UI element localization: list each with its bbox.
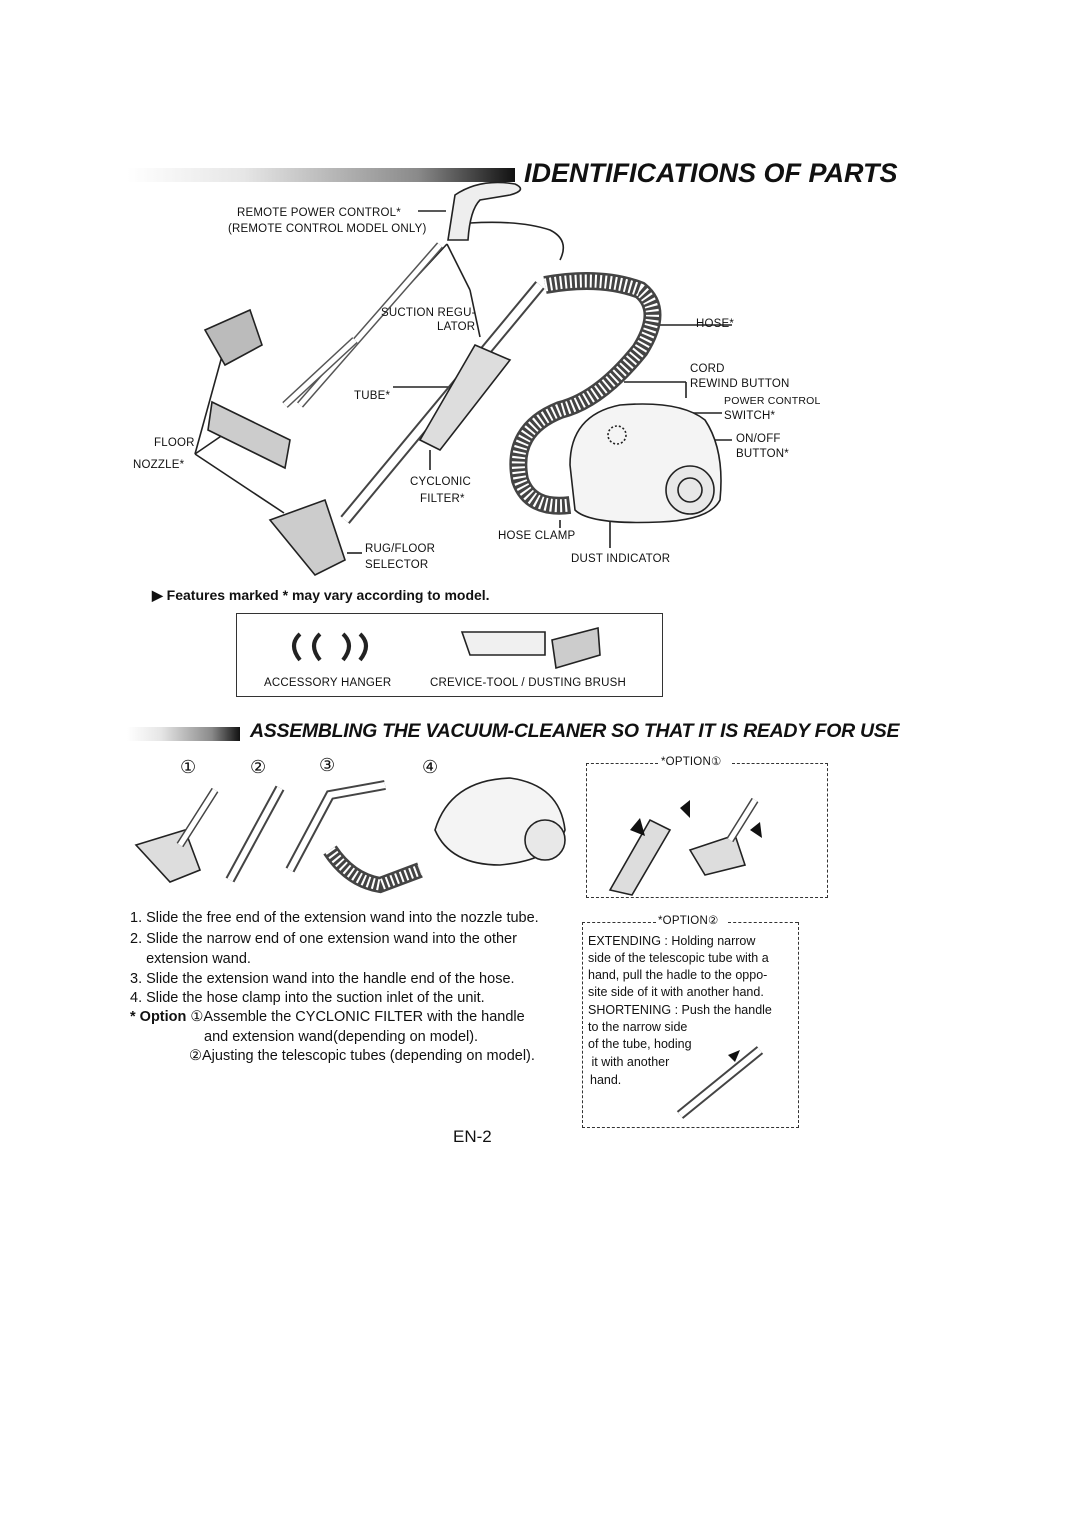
- label-tube: TUBE*: [354, 390, 391, 402]
- label-rewind-button: REWIND BUTTON: [690, 378, 790, 390]
- label-floor: FLOOR: [154, 437, 195, 449]
- option2-text-9: hand.: [590, 1073, 622, 1087]
- option2-text-1: EXTENDING : Holding narrow: [588, 934, 756, 948]
- option2-text-6: to the narrow side: [588, 1020, 688, 1034]
- option-line-3: ②Ajusting the telescopic tubes (dependin…: [189, 1048, 535, 1064]
- option-text-1: ①Assemble the CYCLONIC FILTER with the h…: [190, 1009, 525, 1025]
- option1-top-left-dash: [586, 763, 658, 764]
- label-rug-floor: RUG/FLOOR: [365, 543, 436, 555]
- step-marker-2: ②: [250, 757, 267, 777]
- label-filter: FILTER*: [420, 493, 465, 505]
- label-power-switch: SWITCH*: [724, 410, 776, 422]
- label-remote-power-control: REMOTE POWER CONTROL*: [237, 207, 401, 219]
- label-suction-regulator-1: SUCTION REGU-: [381, 307, 476, 319]
- option2-box: [582, 922, 799, 1128]
- option2-text-7: of the tube, hoding: [588, 1037, 692, 1051]
- option1-label: *OPTION①: [661, 756, 722, 768]
- option2-label: *OPTION②: [658, 915, 719, 927]
- label-hose-clamp: HOSE CLAMP: [498, 530, 576, 542]
- label-suction-regulator-2: LATOR: [437, 321, 476, 333]
- option2-top-left-dash: [582, 922, 656, 923]
- label-on-off-button: BUTTON*: [736, 448, 789, 460]
- option1-box: [586, 763, 828, 898]
- label-crevice-tool: CREVICE-TOOL / DUSTING BRUSH: [430, 677, 627, 689]
- option2-top-right-dash: [728, 922, 798, 923]
- option2-text-3: hand, pull the hadle to the oppo-: [588, 968, 768, 982]
- section-title-assembling: ASSEMBLING THE VACUUM-CLEANER SO THAT IT…: [250, 720, 900, 742]
- label-hose: HOSE*: [696, 318, 735, 330]
- step-marker-3: ③: [319, 755, 336, 775]
- feature-note-text: Features marked * may vary according to …: [166, 587, 490, 603]
- step-4: 4. Slide the hose clamp into the suction…: [130, 990, 485, 1006]
- page-number: EN-2: [453, 1127, 492, 1146]
- option-prefix: * Option: [130, 1009, 187, 1025]
- label-nozzle: NOZZLE*: [133, 459, 185, 471]
- option2-text-4: site side of it with another hand.: [588, 985, 764, 999]
- feature-note: ▶ Features marked * may vary according t…: [152, 587, 490, 604]
- accessory-box: [236, 613, 663, 697]
- label-power-control: POWER CONTROL: [724, 395, 821, 407]
- option2-text-5: SHORTENING : Push the handle: [588, 1003, 772, 1017]
- section-title-identifications: IDENTIFICATIONS OF PARTS: [524, 158, 898, 188]
- step-2: 2. Slide the narrow end of one extension…: [130, 931, 517, 947]
- label-cord: CORD: [690, 363, 725, 375]
- option-line-2: and extension wand(depending on model).: [204, 1029, 479, 1045]
- label-on-off: ON/OFF: [736, 433, 781, 445]
- triangle-bullet-icon: ▶: [152, 587, 163, 603]
- step-3: 3. Slide the extension wand into the han…: [130, 971, 515, 987]
- step-marker-4: ④: [422, 757, 439, 777]
- label-accessory-hanger: ACCESSORY HANGER: [264, 677, 392, 689]
- label-cyclonic: CYCLONIC: [410, 476, 472, 488]
- label-dust-indicator: DUST INDICATOR: [571, 553, 671, 565]
- option2-text-2: side of the telescopic tube with a: [588, 951, 769, 965]
- option1-top-right-dash: [732, 763, 828, 764]
- step-2-cont: extension wand.: [130, 951, 251, 967]
- step-marker-1: ①: [180, 757, 197, 777]
- section-header-bar: [127, 168, 515, 182]
- label-remote-control-model: (REMOTE CONTROL MODEL ONLY): [228, 223, 427, 235]
- option-line-1: * Option ①Assemble the CYCLONIC FILTER w…: [130, 1008, 525, 1027]
- label-selector: SELECTOR: [365, 559, 429, 571]
- step-1: 1. Slide the free end of the extension w…: [130, 910, 539, 926]
- section-header-bar-2: [127, 727, 240, 741]
- option2-text-8: it with another: [588, 1055, 670, 1069]
